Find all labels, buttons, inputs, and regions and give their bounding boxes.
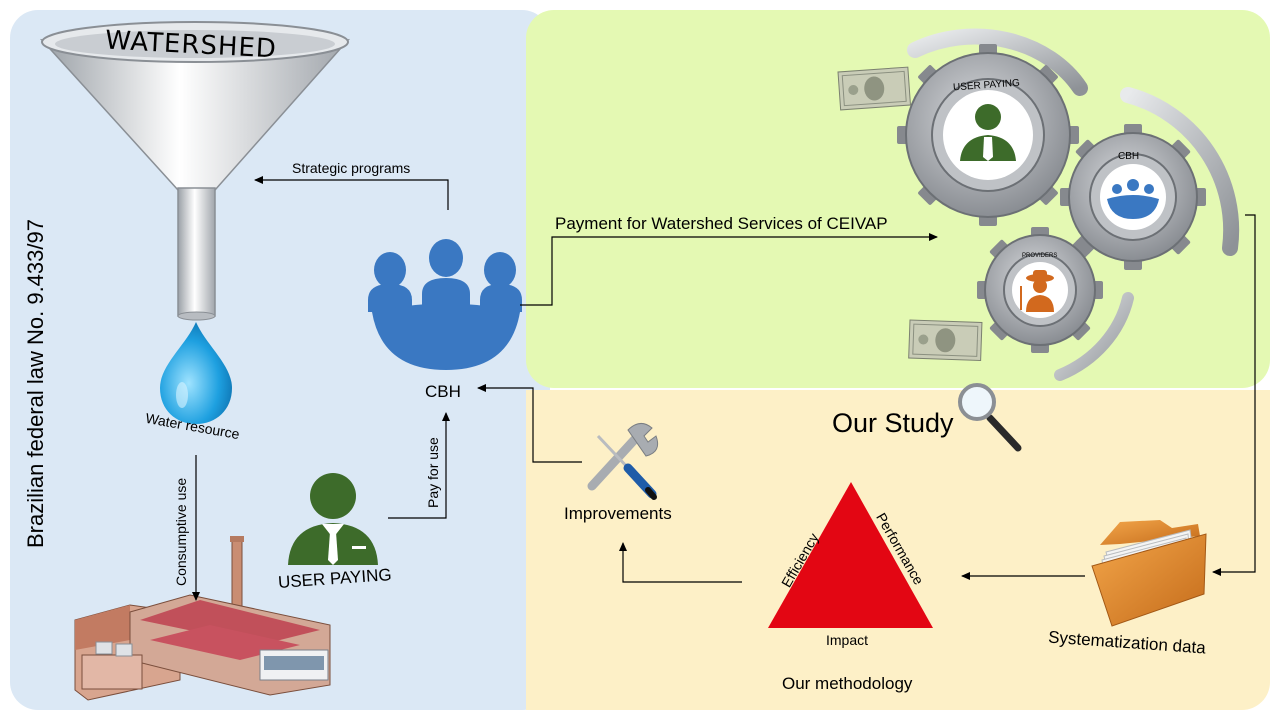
law-label: Brazilian federal law No. 9.433/97 <box>23 219 48 548</box>
wrench-icon <box>587 423 659 500</box>
gear-icon <box>977 227 1103 353</box>
group-icon <box>368 239 522 370</box>
our-study-title: Our Study <box>832 408 954 438</box>
payment-services-label: Payment for Watershed Services of CEIVAP <box>555 214 888 233</box>
magnifier-icon <box>958 383 1022 452</box>
dollar-bill-icon <box>908 319 983 362</box>
left-flow-arrows <box>192 176 938 601</box>
folder-icon <box>1091 520 1207 627</box>
funnel-icon <box>39 21 351 321</box>
impact-label: Impact <box>826 632 869 648</box>
gear-cbh-label: CBH <box>1118 151 1140 162</box>
gear-providers-label: PROVIDERS <box>1022 253 1058 259</box>
group-icon <box>1107 179 1159 219</box>
user-icon <box>288 473 378 565</box>
right-flow-arrows <box>619 214 1256 583</box>
strategic-programs-label: Strategic programs <box>292 160 411 176</box>
dollar-bill-icon <box>837 66 912 111</box>
our-methodology-label: Our methodology <box>782 674 913 693</box>
user-icon <box>960 104 1016 161</box>
cbh-label: CBH <box>425 382 461 401</box>
gear-icon <box>897 44 1079 226</box>
consumptive-use-label: Consumptive use <box>173 477 189 586</box>
water-drop-icon <box>160 322 232 424</box>
farmer-icon <box>1020 270 1054 312</box>
gear-icon <box>1060 124 1206 270</box>
factory-icon <box>74 536 331 701</box>
gear-arc-decorations <box>907 28 1240 381</box>
triangle-icon <box>768 482 933 628</box>
pay-for-use-label: Pay for use <box>425 437 441 508</box>
improvements-label: Improvements <box>564 504 672 523</box>
